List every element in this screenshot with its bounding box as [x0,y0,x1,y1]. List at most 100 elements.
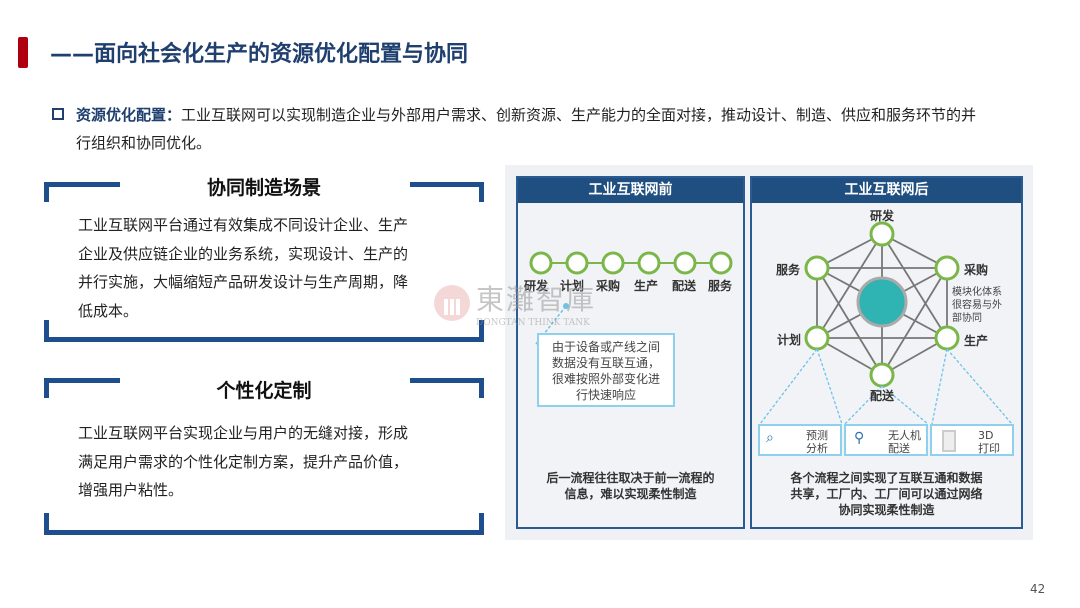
callout-line [535,305,567,345]
page-number: 42 [1030,582,1046,596]
bracket-top-left-v [44,378,49,398]
bracket-top-right [410,378,484,383]
bracket-top-left [44,378,120,383]
after-caption: 各个流程之间实现了互联互通和数据 共享，工厂内、工厂间可以通过网络 协同实现柔性… [750,470,1023,518]
body-line: 满足用户需求的个性化定制方案，提升产品价值， [78,452,409,471]
caption-line: 共享，工厂内、工厂间可以通过网络 [790,487,983,501]
watermark-emblem-icon [434,285,470,321]
intro-key: 资源优化配置： [76,106,182,124]
step-label: 计划 [560,279,585,293]
sub-label: 3D [978,429,994,442]
before-title: 工业互联网前 [518,178,743,203]
step-label: 生产 [634,279,659,293]
note-line: 行快速响应 [575,388,636,402]
network-link [816,267,883,376]
intro-line-2: 行组织和协同优化。 [76,134,212,152]
before-caption: 后一流程往往取决于前一流程的 信息，难以实现柔性制造 [516,470,745,502]
bracket-top-left [44,182,120,187]
dashed-connector [844,385,883,425]
before-flow-diagram [529,251,733,345]
dashed-connector [759,348,818,425]
after-box: 工业互联网后 [750,176,1023,529]
note-line: 数据没有互联互通， [551,356,660,370]
sub-label: 预测 [806,429,828,442]
caption-line: 信息，难以实现柔性制造 [564,487,697,501]
body-line: 并行实施，大幅缩短产品研发设计与生产周期，降 [78,273,409,291]
step-node-icon [709,251,733,275]
callout-dot [563,303,569,309]
bracket-bottom-left-v [44,320,49,340]
process-node-icon [869,362,895,388]
sub-predictive-analysis: ⌕ 预测分析 [758,424,842,456]
node-label-purchase: 采购 [964,263,989,277]
printer-3d-icon [942,430,956,452]
watermark-logo: 東灘智庫 DONGTAN THINK TANK [432,278,596,328]
bracket-bottom-left-v [44,513,49,533]
drone-icon: ⚲ [854,430,865,446]
sub-label: 无人机 [888,429,921,442]
node-label-plan: 计划 [777,333,802,347]
after-network-diagram [759,221,1013,425]
panel-body: 工业互联网平台通过有效集成不同设计企业、生产 企业及供应链企业的业务系统，实现设… [78,211,408,325]
step-label: 研发 [524,279,549,293]
process-node-icon [934,255,960,281]
panel-heading: 协同制造场景 [206,177,321,199]
platform-hub [856,276,908,328]
watermark-cn: 東灘智庫 [476,283,597,316]
bracket-top-right [410,182,484,187]
after-title: 工业互联网后 [752,178,1021,203]
intro-line-1: 资源优化配置：工业互联网可以实现制造企业与外部用户需求、创新资源、生产能力的全面… [76,101,976,129]
step-label: 配送 [672,279,697,293]
step-node-icon [529,251,553,275]
bracket-bottom-right-v [479,320,484,340]
bracket-top-right-v [479,182,484,202]
caption-line: 各个流程之间实现了互联互通和数据 [790,471,983,485]
step-node-icon [637,251,661,275]
title-accent-bar [18,37,28,68]
before-note: 由于设备或产线之间 数据没有互联互通， 很难按照外部变化进 行快速响应 [537,333,675,407]
node-label-rd: 研发 [870,209,895,223]
dashed-connector [816,348,843,425]
page-title: ——面向社会化生产的资源优化配置与协同 [50,42,469,67]
bracket-bottom [44,337,484,342]
note-line: 由于设备或产线之间 [551,340,660,354]
caption-line: 后一流程往往取决于前一流程的 [546,471,715,485]
step-node-icon [565,251,589,275]
modular-note: 模块化体系 很容易与外 部协同 [952,286,1002,325]
note-line: 部协同 [952,313,982,324]
process-node-icon [804,325,830,351]
body-line: 增强用户粘性。 [78,481,184,499]
magnifier-chart-icon: ⌕ [766,430,774,446]
bracket-top-left-v [44,182,49,202]
step-label: 服务 [708,279,733,293]
watermark-en: DONGTAN THINK TANK [476,318,590,328]
sub-drone-delivery: ⚲ 无人机配送 [844,424,928,456]
node-label-service: 服务 [776,263,801,277]
intro-text: 工业互联网可以实现制造企业与外部用户需求、创新资源、生产能力的全面对接，推动设计… [181,106,977,124]
dashed-connector [946,348,1013,425]
body-line: 低成本。 [78,301,139,320]
panel-heading: 个性化定制 [216,380,312,402]
sub-label: 分析 [806,442,828,455]
step-label: 采购 [596,279,621,293]
node-label-delivery: 配送 [870,389,895,403]
caption-line: 协同实现柔性制造 [838,503,935,517]
body-line: 企业及供应链企业的业务系统，实现设计、生产的 [78,244,409,263]
note-line: 模块化体系 [952,287,1002,298]
bracket-bottom-right-v [479,513,484,533]
sub-label: 配送 [888,442,910,455]
body-line: 工业互联网平台实现企业与用户的无缝对接，形成 [78,424,409,442]
process-node-icon [934,325,960,351]
process-node-icon [804,255,830,281]
dashed-connector [931,348,948,425]
step-node-icon [673,251,697,275]
note-line: 很容易与外 [952,300,1002,311]
step-node-icon [601,251,625,275]
bracket-top-right-v [479,378,484,398]
process-node-icon [869,221,895,247]
note-line: 很难按照外部变化进 [551,372,660,386]
panel-body: 工业互联网平台实现企业与用户的无缝对接，形成 满足用户需求的个性化定制方案，提升… [78,419,408,505]
body-line: 工业互联网平台通过有效集成不同设计企业、生产 [78,216,409,234]
node-label-production: 生产 [964,334,989,348]
